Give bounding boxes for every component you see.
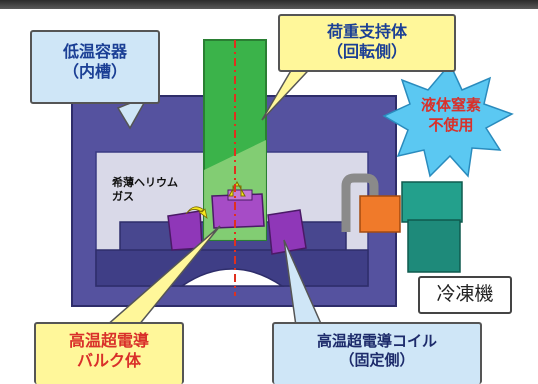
cryostat-label-line1: 低温容器 — [62, 42, 127, 61]
helium-gas-line1: 希薄ヘリウム — [112, 176, 178, 189]
cryostat-label-line2: （内槽） — [62, 62, 127, 81]
up-arrow-icon — [228, 180, 246, 197]
vessel-base-dome — [179, 268, 285, 287]
hts-coil-label: 高温超電導コイル （固定側） — [272, 322, 482, 384]
helium-gas-line2: ガス — [112, 189, 134, 203]
cryostat-label: 低温容器 （内槽） — [30, 30, 160, 104]
rotation-arrow-icon — [185, 206, 208, 219]
refrigerator-head — [401, 181, 463, 223]
hts-coil-label-line1: 高温超電導コイル — [316, 332, 437, 350]
hts-bulk-label-line2: バルク体 — [76, 351, 141, 370]
hts-coil-left — [167, 210, 203, 251]
hts-coil-label-line2: （固定側） — [339, 350, 415, 369]
load-support-label-line2: （回転側） — [326, 42, 407, 61]
no-liquid-nitrogen-line2: 不使用 — [428, 115, 474, 134]
load-support-label: 荷重支持体 （回転側） — [278, 14, 456, 72]
no-liquid-nitrogen-starburst — [382, 62, 514, 178]
refrigerator-label: 冷凍機 — [418, 276, 512, 314]
hts-bulk-label-line1: 高温超電導 — [68, 331, 149, 350]
top-bar — [0, 0, 538, 9]
no-liquid-nitrogen-label: 液体窒素 不使用 — [408, 96, 494, 135]
coolant-pipe — [341, 173, 379, 232]
no-liquid-nitrogen-line1: 液体窒素 — [420, 96, 481, 114]
hts-coil-right — [267, 209, 307, 255]
heat-link — [359, 195, 401, 233]
refrigerator-label-text: 冷凍機 — [436, 283, 494, 305]
helium-gas-label: 希薄ヘリウム ガス — [112, 176, 178, 204]
hts-bulk-label: 高温超電導 バルク体 — [34, 322, 184, 384]
refrigerator-body — [407, 219, 461, 273]
load-support-label-line1: 荷重支持体 — [326, 22, 407, 41]
